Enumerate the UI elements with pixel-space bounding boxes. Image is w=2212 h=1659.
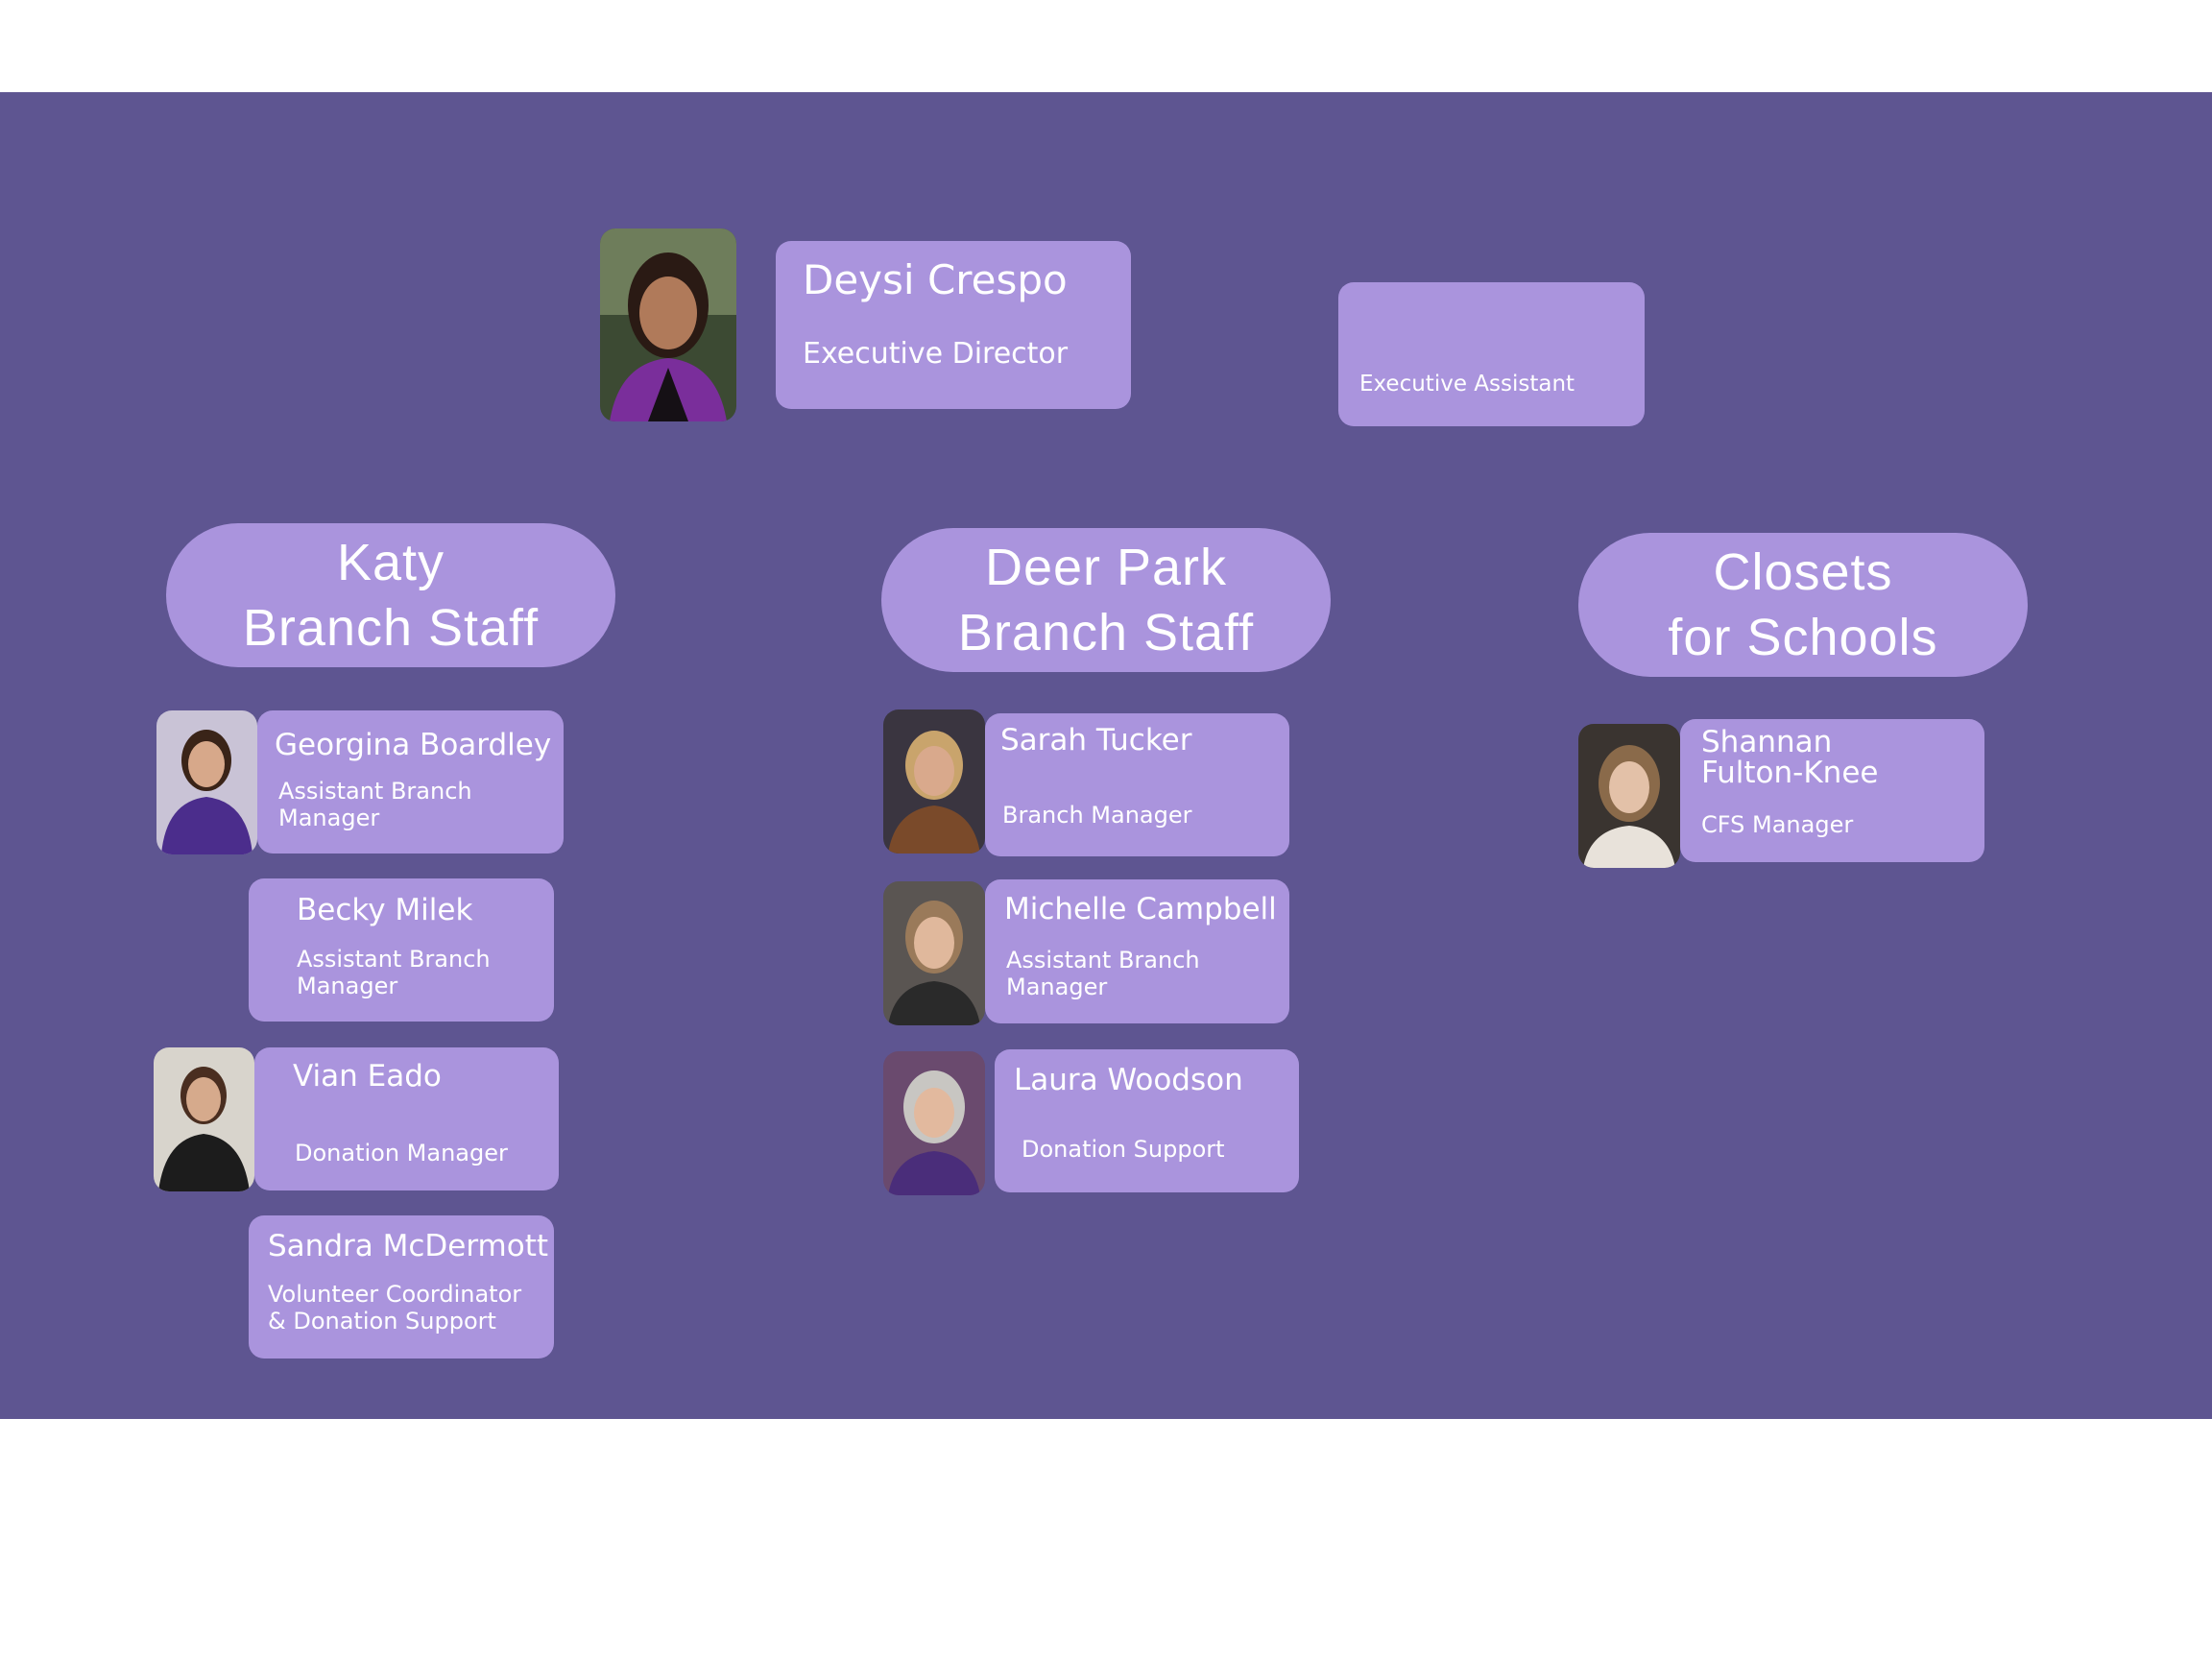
staff-role: Donation Support [1022, 1136, 1225, 1163]
sandra-mcdermott-card: Sandra McDermott Volunteer Coordinator &… [249, 1215, 554, 1358]
cfs-header-line1: Closets [1713, 543, 1893, 601]
assistant-title: Executive Assistant [1359, 372, 1575, 397]
staff-name: Becky Milek [297, 893, 473, 927]
deerpark-header-line1: Deer Park [984, 539, 1228, 596]
deerpark-header-line2: Branch Staff [957, 604, 1255, 661]
laura-woodson-photo [883, 1051, 985, 1195]
vian-eado-photo [154, 1047, 254, 1191]
sarah-tucker-card: Sarah Tucker Branch Manager [985, 713, 1289, 856]
staff-role: Assistant Branch [297, 946, 491, 973]
shannan-fulton-knee-photo [1578, 724, 1680, 868]
staff-role-line2: Manager [297, 973, 398, 999]
staff-name: Shannan [1701, 725, 1833, 759]
georgina-boardley-photo [156, 710, 257, 854]
michelle-campbell-card: Michelle Campbell Assistant Branch Manag… [985, 879, 1289, 1023]
becky-milek-card: Becky Milek Assistant Branch Manager [249, 878, 554, 1022]
executive-assistant-card: Executive Assistant [1338, 282, 1645, 426]
sarah-tucker-photo [883, 709, 985, 854]
shannan-fulton-knee-card: Shannan Fulton-Knee CFS Manager [1680, 719, 1984, 862]
katy-header-line2: Branch Staff [242, 599, 540, 657]
staff-name: Vian Eado [293, 1059, 442, 1094]
staff-role: Assistant Branch [278, 778, 472, 805]
staff-name-line2: Fulton-Knee [1701, 756, 1879, 790]
staff-role-line2: & Donation Support [268, 1308, 496, 1334]
georgina-boardley-card: Georgina Boardley Assistant Branch Manag… [257, 710, 564, 854]
staff-role: CFS Manager [1701, 811, 1854, 838]
director-card: Deysi Crespo Executive Director [776, 241, 1131, 409]
director-name: Deysi Crespo [803, 256, 1068, 303]
michelle-campbell-photo [883, 881, 985, 1025]
staff-name: Sarah Tucker [1000, 723, 1192, 757]
staff-name: Michelle Campbell [1004, 892, 1277, 926]
staff-role-line2: Manager [1006, 974, 1108, 1000]
cfs-header-line2: for Schools [1668, 609, 1938, 666]
staff-role: Assistant Branch [1006, 947, 1200, 974]
closets-for-schools-header: Closets for Schools [1578, 533, 2028, 677]
staff-role: Donation Manager [295, 1140, 508, 1166]
deer-park-branch-header: Deer Park Branch Staff [881, 528, 1331, 672]
director-title: Executive Director [803, 337, 1069, 371]
staff-name: Sandra McDermott [268, 1229, 549, 1263]
katy-branch-header: Katy Branch Staff [166, 523, 615, 667]
staff-role: Volunteer Coordinator [268, 1281, 522, 1308]
staff-name: Georgina Boardley [275, 728, 552, 762]
laura-woodson-card: Laura Woodson Donation Support [995, 1049, 1299, 1192]
deysi-crespo-photo [600, 228, 736, 421]
vian-eado-card: Vian Eado Donation Manager [254, 1047, 559, 1190]
staff-role-line2: Manager [278, 805, 380, 831]
staff-role: Branch Manager [1002, 802, 1192, 829]
staff-name: Laura Woodson [1014, 1063, 1243, 1097]
katy-header-line1: Katy [336, 534, 445, 591]
